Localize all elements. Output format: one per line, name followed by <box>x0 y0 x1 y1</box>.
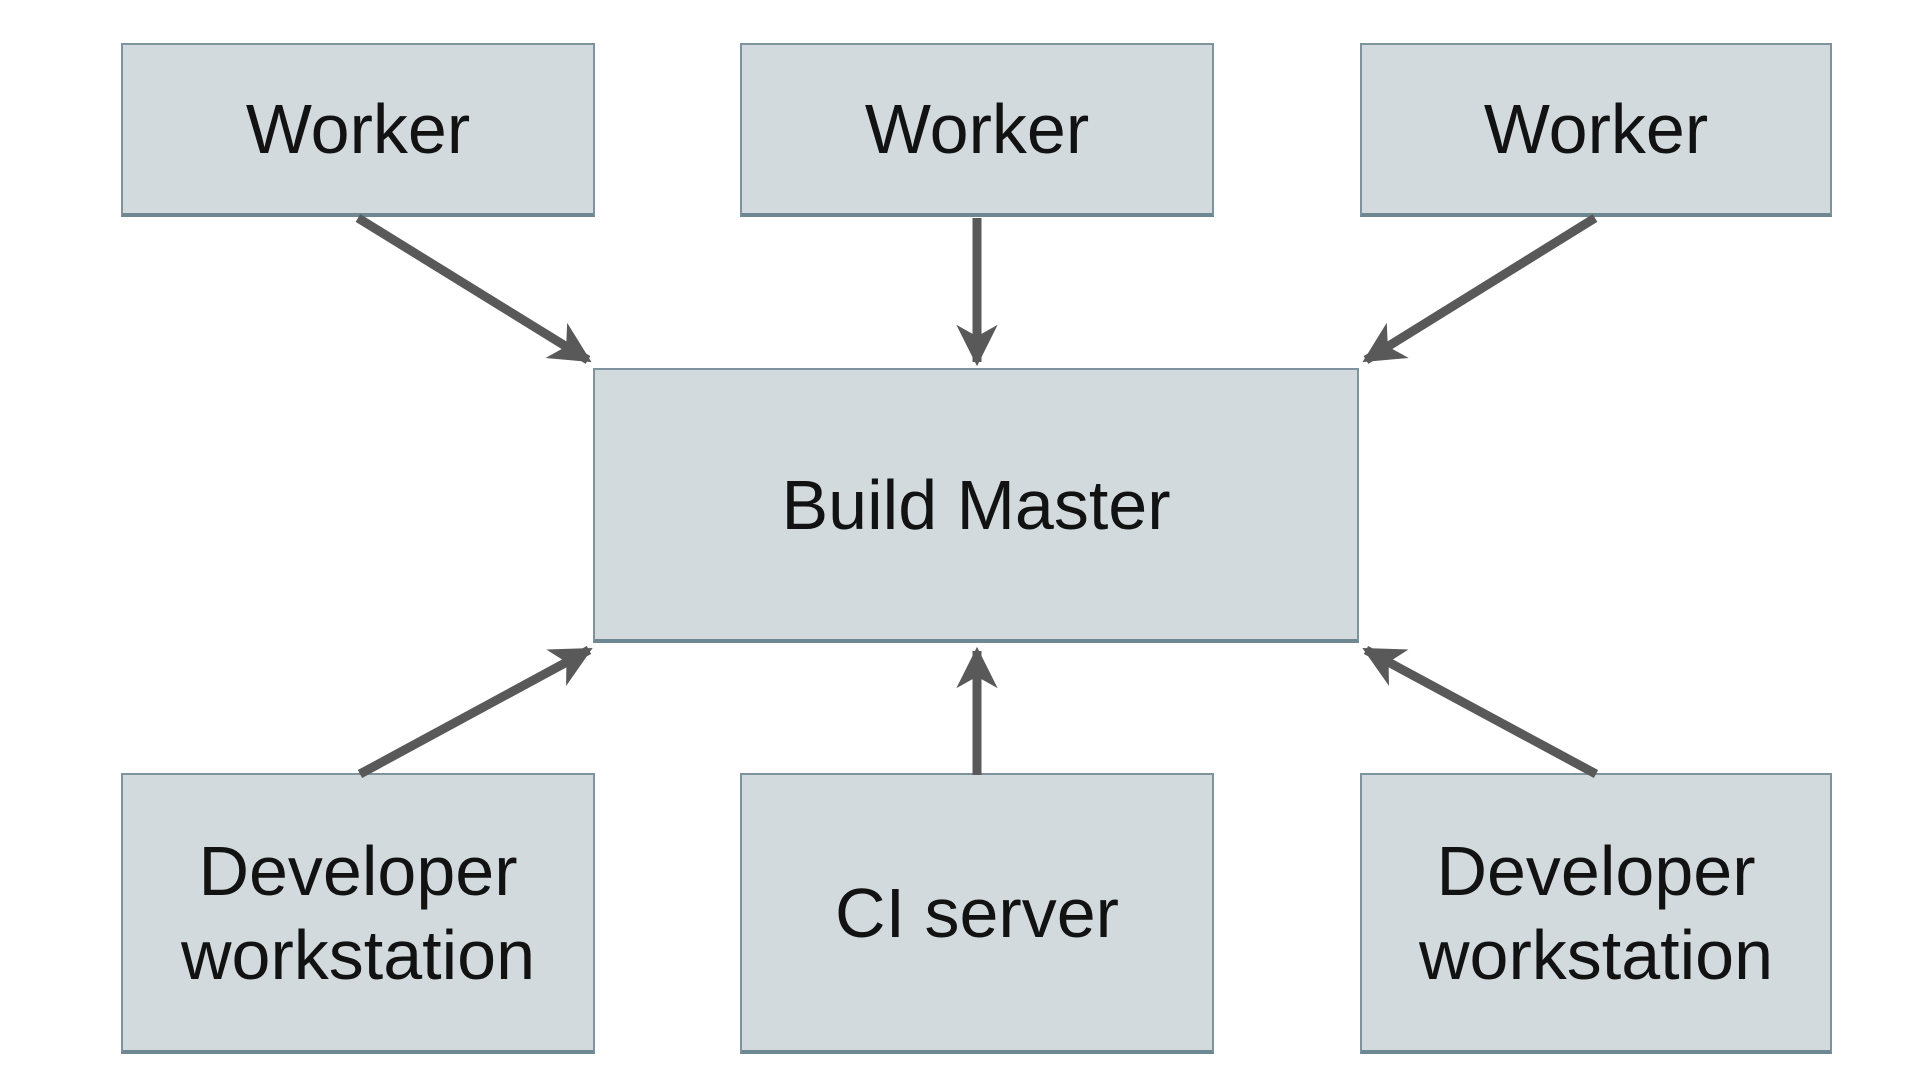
edge-devworkstation-right-to-buildmaster <box>1362 646 1599 778</box>
node-worker-3: Worker <box>1360 43 1832 217</box>
edge-devworkstation-left-to-buildmaster <box>357 646 593 778</box>
node-worker-1: Worker <box>121 43 595 217</box>
node-worker-2-label: Worker <box>864 90 1090 168</box>
node-worker-3-label: Worker <box>1483 90 1709 168</box>
node-developer-workstation-right: Developer workstation <box>1360 773 1832 1054</box>
node-build-master-label: Build Master <box>781 465 1171 544</box>
node-ci-server: CI server <box>740 773 1214 1054</box>
node-build-master: Build Master <box>593 368 1359 643</box>
node-developer-workstation-right-label: Developer workstation <box>1418 831 1774 994</box>
edge-worker3-to-buildmaster <box>1362 214 1598 364</box>
node-ci-server-label: CI server <box>835 873 1119 952</box>
node-developer-workstation-left-label: Developer workstation <box>180 831 536 994</box>
edge-worker1-to-buildmaster <box>355 214 592 364</box>
node-developer-workstation-left: Developer workstation <box>121 773 595 1054</box>
node-worker-1-label: Worker <box>245 90 471 168</box>
node-worker-2: Worker <box>740 43 1214 217</box>
